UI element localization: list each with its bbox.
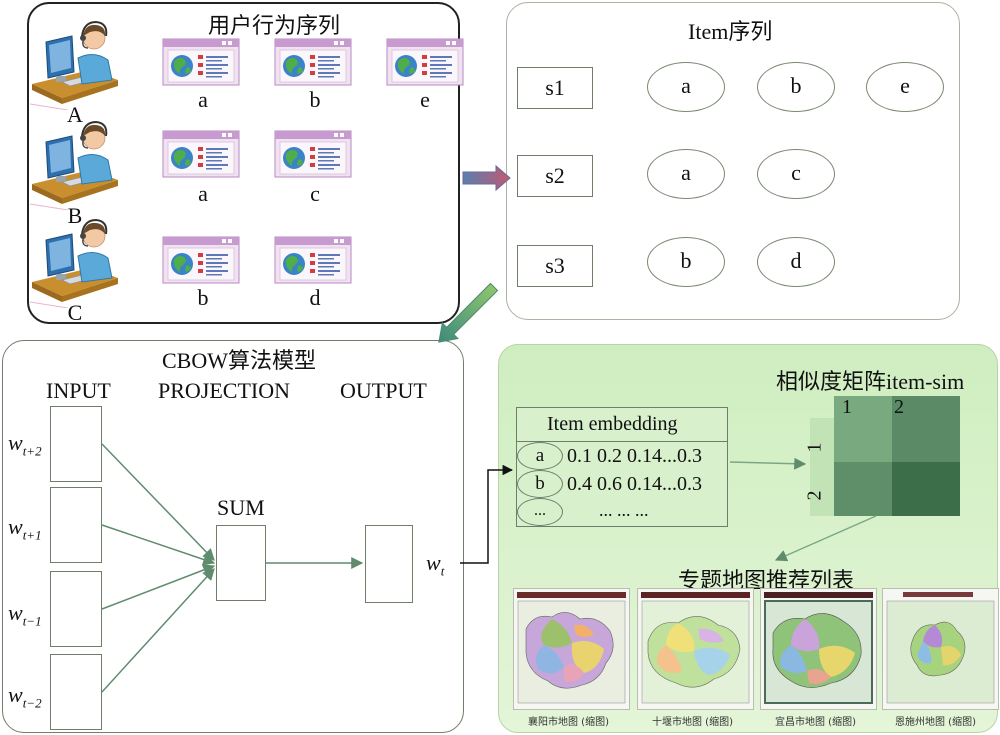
cbow-title: CBOW算法模型 [162,348,317,373]
item-label: c [310,181,320,206]
item-label: d [309,285,321,310]
user-b-label: B [67,203,83,228]
sequence-item: b [647,237,725,287]
user-a-label: A [67,102,83,127]
item-sequence-title: Item序列 [688,19,773,44]
embedding-table: Item embedding a b ... 0.1 0.2 0.14...0.… [516,407,728,527]
input-heading: INPUT [46,378,111,403]
embedding-key: b [517,470,563,498]
user-c-label: C [67,300,83,325]
map-caption: 十堰市地图 (缩图) [652,717,733,728]
arrow-icon [462,164,511,192]
embedding-values: 0.1 0.2 0.14...0.3 [567,445,702,467]
matrix-side-band [810,418,834,516]
map-thumbnail[interactable] [882,588,999,710]
similarity-matrix: 1 2 1 2 [804,394,960,516]
input-word: wt+2 [8,430,42,459]
item-label: b [197,285,209,310]
sequence-label: s2 [517,155,593,197]
embedding-key: ... [517,498,563,526]
matrix-cell [834,462,892,516]
matrix-cell [892,396,960,462]
embedding-divider [517,441,727,442]
arrow-icon [438,282,499,343]
sequence-item: d [757,237,835,287]
map-caption: 宜昌市地图 (缩图) [775,717,856,728]
matrix-connector [774,515,877,562]
input-box [50,406,102,482]
output-connector [460,464,514,564]
embedding-connector [729,457,807,470]
input-box [50,487,102,563]
input-word: wt−2 [8,682,42,711]
input-word: wt−1 [8,600,42,629]
map-caption: 恩施州地图 (缩图) [895,717,976,728]
item-label: a [198,181,208,206]
sequence-label: s1 [517,67,593,109]
similarity-matrix-title: 相似度矩阵item-sim [776,369,965,394]
input-connector [101,524,216,566]
map-thumbnail[interactable] [637,588,754,710]
input-connector [101,568,215,693]
sequence-item: c [757,149,835,199]
matrix-col-label: 2 [894,396,904,418]
sequence-item: a [647,149,725,199]
input-connector [101,443,215,561]
input-box [50,654,102,730]
item-label: b [309,87,321,112]
input-box [50,571,102,647]
input-connector [101,564,216,610]
user-behavior-title: 用户行为序列 [208,13,341,38]
map-thumbnail[interactable] [513,588,630,710]
sequence-item: b [757,62,835,112]
matrix-cell [834,396,892,462]
embedding-values: 0.4 0.6 0.14...0.3 [567,473,702,495]
embedding-values: ... ... ... [599,500,649,520]
projection-heading: PROJECTION [158,378,291,403]
matrix-col-label: 1 [842,396,852,418]
input-word: wt+1 [8,514,42,543]
output-heading: OUTPUT [340,378,427,403]
item-label: e [420,87,430,112]
embedding-key: a [517,442,563,470]
sequence-item: a [647,62,725,112]
projection-box [216,525,266,601]
sequence-label: s3 [517,245,593,287]
item-label: a [198,87,208,112]
sum-label: SUM [217,495,265,520]
sequence-item: e [866,62,944,112]
matrix-cell [892,462,960,516]
output-box [365,525,413,603]
output-word: wt [426,550,445,579]
map-thumbnail[interactable] [760,588,877,710]
embedding-title: Item embedding [547,413,678,435]
map-caption: 襄阳市地图 (缩图) [528,717,609,728]
